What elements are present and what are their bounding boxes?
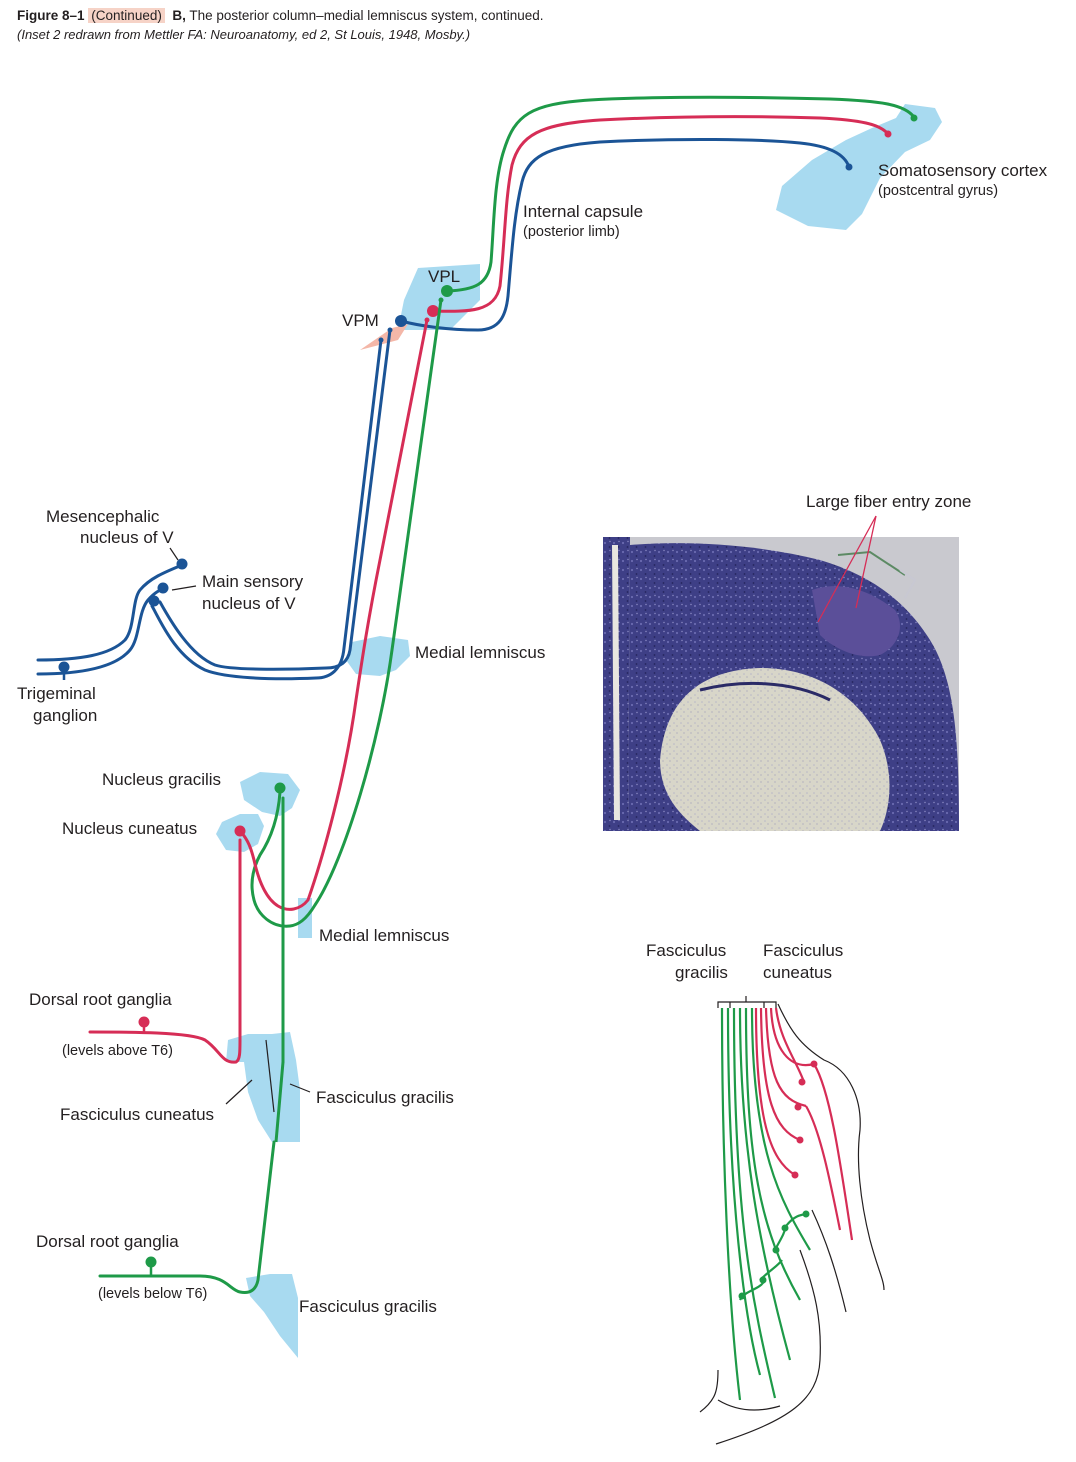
red-thalamocortical-fiber xyxy=(431,115,890,313)
inset-fasciculus-cuneatus-label-1: Fasciculus xyxy=(763,941,843,960)
red-drg-cell xyxy=(138,1016,150,1028)
green-cortex-terminal xyxy=(910,114,918,122)
postcentral-gyrus-label: (postcentral gyrus) xyxy=(878,183,998,199)
mesencephalic-label-2: nucleus of V xyxy=(80,528,174,547)
vpm-blue-terminal-1 xyxy=(387,327,393,333)
internal-capsule-label: Internal capsule xyxy=(523,202,643,221)
somatosensory-cortex-zone xyxy=(776,104,942,230)
nucleus-cuneatus-label: Nucleus cuneatus xyxy=(62,819,197,838)
inset-fasciculus-gracilis-label-1: Fasciculus xyxy=(646,941,726,960)
vpm-blue-neuron xyxy=(395,315,407,327)
vpl-red-neuron xyxy=(427,305,439,317)
trigeminal-label-1: Trigeminal xyxy=(17,684,96,703)
medial-lemniscus-lower-label: Medial lemniscus xyxy=(319,926,449,945)
caption-text: The posterior column–medial lemniscus sy… xyxy=(189,8,544,23)
drg-lower-label: Dorsal root ganglia xyxy=(36,1232,179,1251)
large-fiber-entry-zone-label: Large fiber entry zone xyxy=(806,492,971,511)
blue-cortex-terminal xyxy=(845,163,853,171)
nucleus-gracilis-label: Nucleus gracilis xyxy=(102,770,221,789)
nucleus-gracilis-zone xyxy=(240,772,300,816)
green-lemniscus-fiber xyxy=(250,298,443,928)
fasciculus-gracilis-mid-label: Fasciculus gracilis xyxy=(316,1088,454,1107)
green-drg-cell xyxy=(145,1256,157,1268)
blue-thalamocortical-fiber xyxy=(399,137,851,332)
panel-letter: B, xyxy=(172,8,186,23)
main-sensory-nucleus-cell-1 xyxy=(157,582,169,594)
figure-number: Figure 8–1 xyxy=(17,8,85,23)
figure-caption: Figure 8–1 (Continued) B, The posterior … xyxy=(17,6,1057,44)
mesencephalic-nucleus-cell xyxy=(176,558,188,570)
vpm-zone xyxy=(360,324,408,350)
caption-credit: (Inset 2 redrawn from Mettler FA: Neuroa… xyxy=(17,27,471,42)
vpl-label: VPL xyxy=(428,267,460,286)
red-cortex-terminal xyxy=(884,130,892,138)
inset-fasciculus-cuneatus-label-2: cuneatus xyxy=(763,963,832,982)
entry-zone-pointer-2 xyxy=(855,515,877,609)
main-sensory-label-1: Main sensory xyxy=(202,572,304,591)
fasciculus-cuneatus-label: Fasciculus cuneatus xyxy=(60,1105,214,1124)
fasciculus-lumbar-zone xyxy=(246,1274,298,1358)
main-sensory-pointer xyxy=(171,585,197,591)
medial-lemniscus-upper-zone xyxy=(346,636,410,676)
fasciculus-gracilis-pointer xyxy=(289,1083,311,1093)
fasciculus-cervical-zone xyxy=(226,1032,300,1142)
fasciculus-cuneatus-pointer xyxy=(225,1079,253,1105)
levels-below-label: (levels below T6) xyxy=(98,1286,207,1302)
entry-zone-pointer-1 xyxy=(817,515,877,623)
vpm-label: VPM xyxy=(342,311,379,330)
posterior-limb-label: (posterior limb) xyxy=(523,224,620,240)
fasciculus-divider xyxy=(265,1039,275,1113)
trigeminal-afferent-upper xyxy=(36,563,184,662)
blue-lemniscus-fiber-1 xyxy=(158,328,392,671)
main-sensory-nucleus-cell-2 xyxy=(148,595,160,607)
vpm-blue-terminal-2 xyxy=(378,337,384,343)
medial-lemniscus-upper-label: Medial lemniscus xyxy=(415,643,545,662)
spinal-cord-micrograph xyxy=(603,537,959,831)
nucleus-gracilis-neuron xyxy=(274,782,286,794)
vpl-green-terminal xyxy=(438,297,444,303)
vpl-zone xyxy=(398,264,480,330)
continued-badge: (Continued) xyxy=(88,8,165,23)
trigeminal-ganglion-cell xyxy=(58,661,70,673)
blue-lemniscus-fiber-2 xyxy=(150,338,383,681)
nucleus-cuneatus-neuron xyxy=(234,825,246,837)
green-fasciculus-segment xyxy=(274,1061,285,1143)
inset-fasciculus-gracilis-label-2: gracilis xyxy=(675,963,728,982)
mesencephalic-label-1: Mesencephalic xyxy=(46,507,160,526)
mesencephalic-pointer xyxy=(169,547,179,561)
red-lemniscus-fiber xyxy=(239,318,429,911)
levels-above-label: (levels above T6) xyxy=(62,1043,173,1059)
red-fasciculus-cuneatus-fiber xyxy=(88,838,242,1064)
trigeminal-afferent-lower xyxy=(36,586,167,676)
vpl-red-terminal xyxy=(424,317,430,323)
green-thalamocortical-fiber xyxy=(445,95,916,293)
somatosensory-cortex-label: Somatosensory cortex xyxy=(878,161,1048,180)
drg-upper-label: Dorsal root ganglia xyxy=(29,990,172,1009)
main-sensory-label-2: nucleus of V xyxy=(202,594,296,613)
trigeminal-label-2: ganglion xyxy=(33,706,97,725)
fasciculus-gracilis-low-label: Fasciculus gracilis xyxy=(299,1297,437,1316)
lamination-inset xyxy=(699,996,885,1445)
vpl-green-neuron xyxy=(441,285,453,297)
